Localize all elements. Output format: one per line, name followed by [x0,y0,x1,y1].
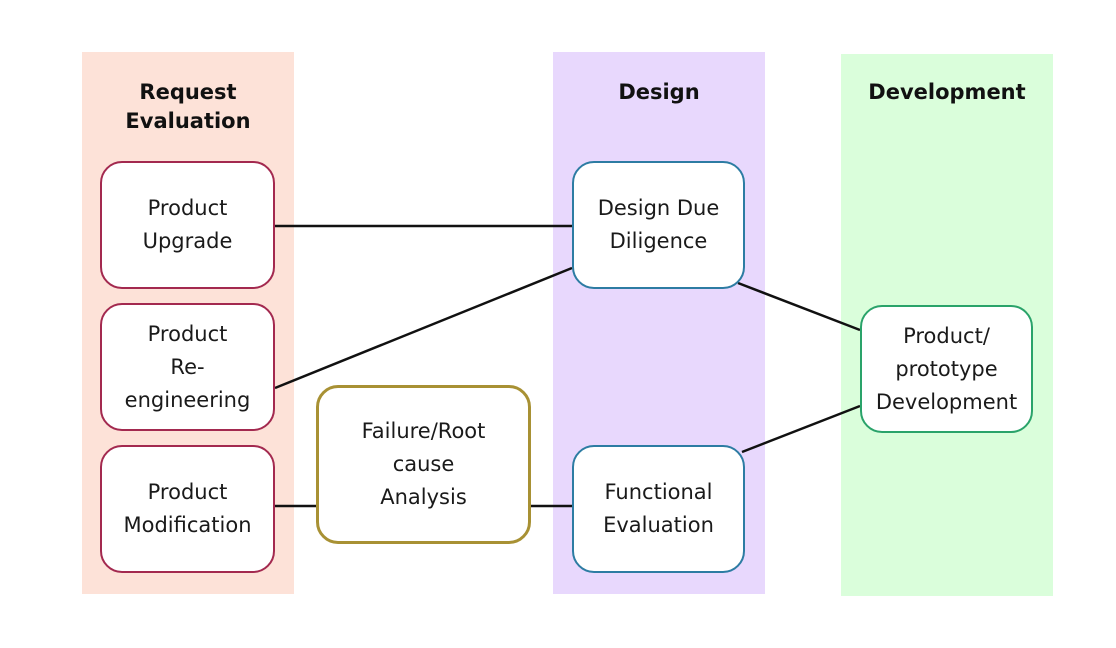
node-functional-evaluation: Functional Evaluation [572,445,745,573]
node-product-modification: Product Modification [100,445,275,573]
node-product-upgrade: Product Upgrade [100,161,275,289]
lane-title-development: Development [868,80,1026,104]
connector-due-diligence-to-prototype [737,281,861,332]
connector-functional-evaluation-to-prototype [741,404,861,454]
node-product-reengineering: Product Re-engineering [100,303,275,431]
node-failure-root-cause-analysis: Failure/Root cause Analysis [316,385,531,544]
node-product-prototype-development: Product/ prototype Development [860,305,1033,433]
node-design-due-diligence: Design Due Diligence [572,161,745,289]
lane-title-request-evaluation: Request Evaluation [125,80,251,133]
lane-title-design: Design [618,80,700,104]
connector-reengineering-to-due-diligence [274,266,573,390]
